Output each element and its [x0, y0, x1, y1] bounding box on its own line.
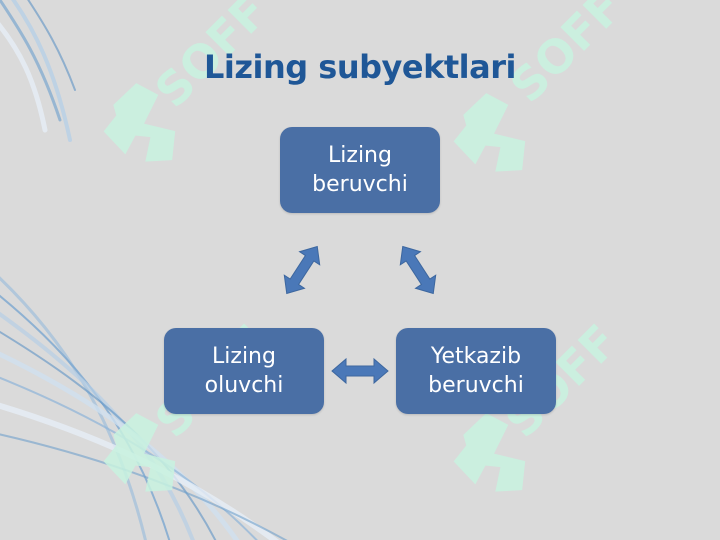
double-arrow-icon: [392, 239, 444, 301]
watermark-logo-icon: [103, 413, 176, 492]
watermark-logo-icon: [103, 83, 176, 162]
slide-title: Lizing subyektlari: [204, 48, 516, 86]
node-yetkazib-beruvchi: Yetkazib beruvchi: [396, 328, 556, 414]
double-arrow-icon: [331, 358, 389, 384]
node-lizing-oluvchi: Lizing oluvchi: [164, 328, 324, 414]
node-label-line1: Yetkazib: [430, 343, 522, 369]
node-label-line2: oluvchi: [204, 373, 284, 398]
node-label-line1: Lizing: [212, 343, 276, 369]
node-label-line2: beruvchi: [312, 172, 408, 197]
watermark-logo-icon: [453, 93, 526, 172]
node-label-line2: beruvchi: [428, 373, 524, 398]
node-lizing-beruvchi: Lizing beruvchi: [280, 127, 440, 213]
watermark-logo-icon: [453, 413, 526, 492]
double-arrow-icon: [276, 239, 328, 301]
node-label-line1: Lizing: [328, 142, 392, 168]
